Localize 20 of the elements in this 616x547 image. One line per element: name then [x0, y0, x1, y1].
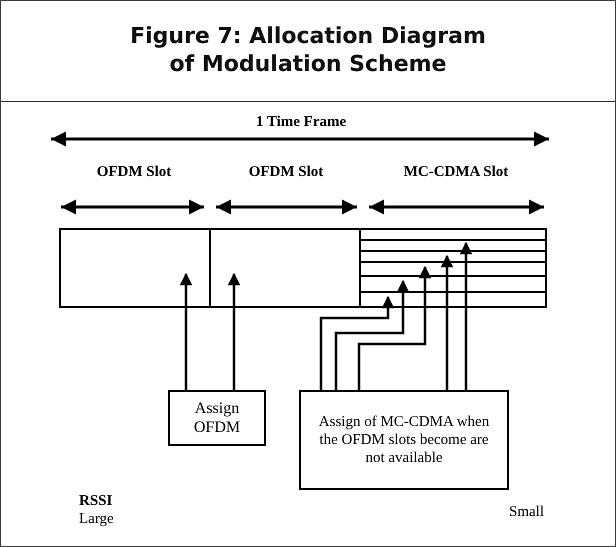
diagram-label: MC-CDMA Slot	[404, 164, 508, 181]
process-box: Assign of MC-CDMA when the OFDM slots become are not available	[299, 390, 509, 490]
arrow	[334, 280, 410, 390]
diagram-label: OFDM Slot	[248, 164, 324, 181]
arrow	[358, 266, 432, 390]
process-box: Assign OFDM	[168, 390, 266, 446]
arrow	[460, 242, 472, 390]
time-slot-box	[59, 228, 211, 308]
diagram-label: OFDM Slot	[96, 164, 172, 181]
arrow	[320, 296, 394, 390]
diagram-label: Large	[79, 511, 114, 528]
arrow	[180, 272, 192, 390]
arrow	[440, 254, 454, 390]
time-slot-box	[359, 228, 547, 308]
figure-title: Figure 7: Allocation Diagram of Modulation Scheme	[129, 23, 487, 79]
time-slot-box	[209, 228, 361, 308]
arrow	[228, 272, 240, 390]
diagram-label: RSSI	[79, 493, 112, 510]
diagram-label: 1 Time Frame	[256, 114, 346, 131]
diagram-label: Small	[509, 504, 544, 521]
